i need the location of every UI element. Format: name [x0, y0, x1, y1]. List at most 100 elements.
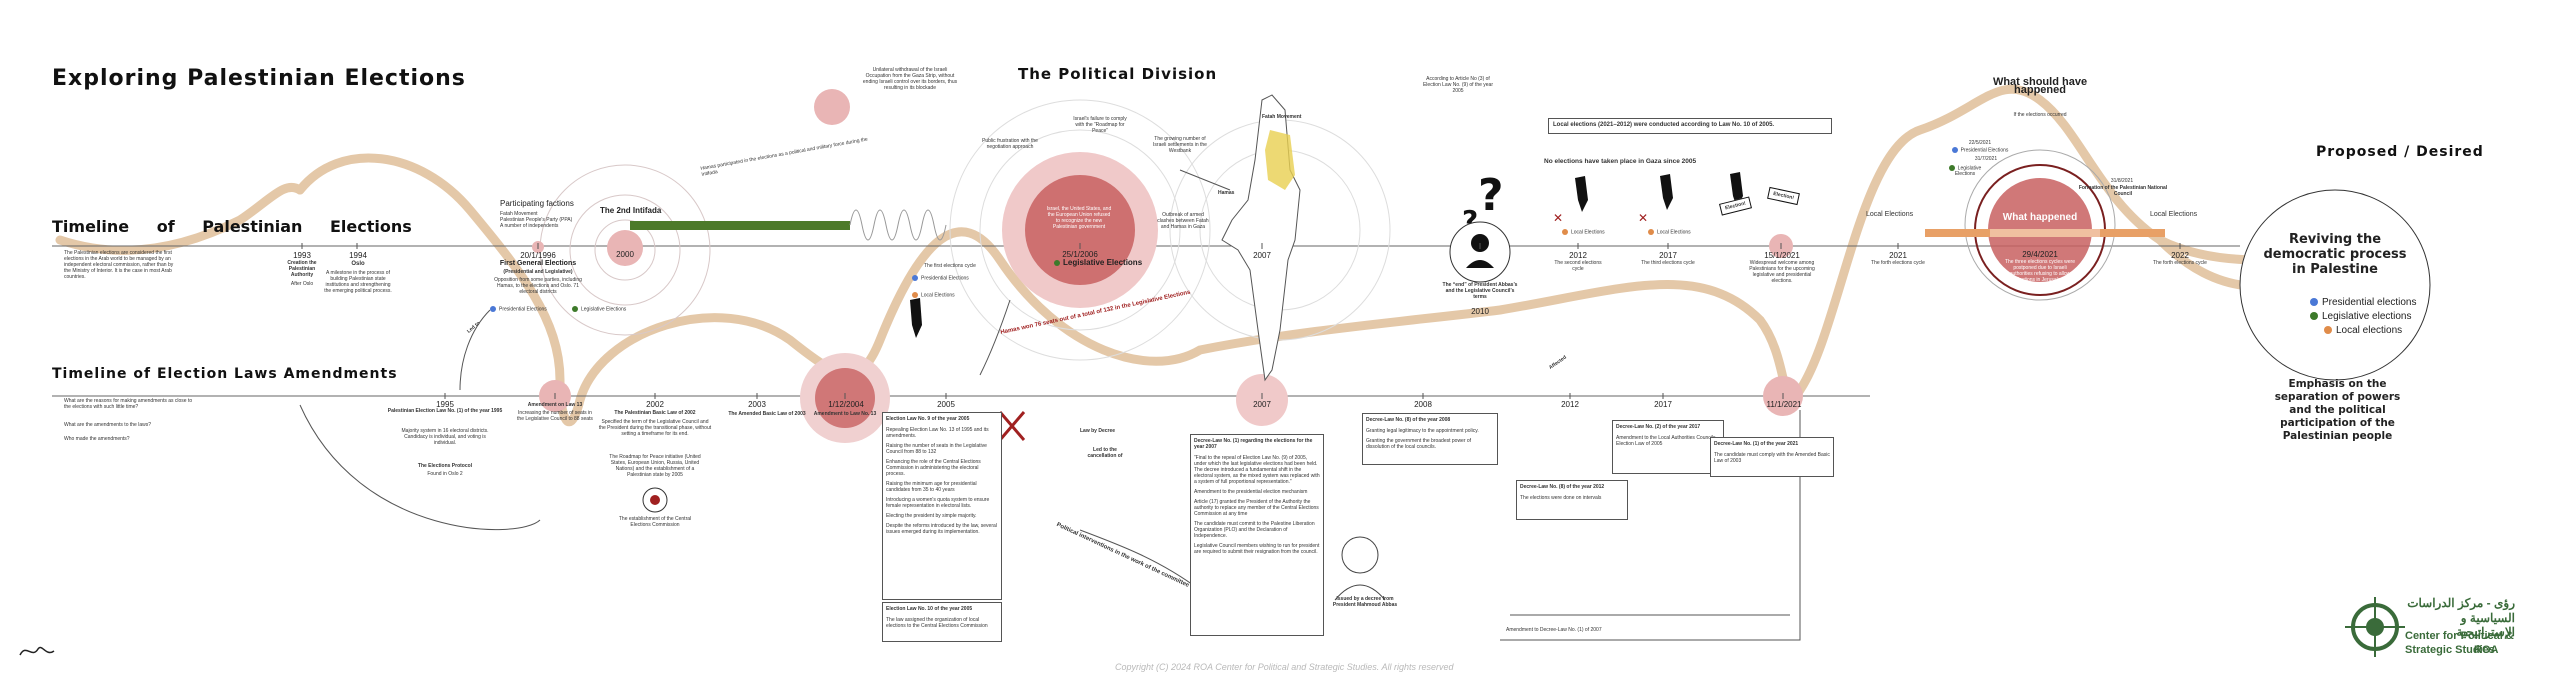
local-dot-icon — [1562, 229, 1568, 235]
decree2007-box: Decree-Law No. (1) regarding the electio… — [1190, 434, 1324, 636]
legend-1996-presidential: Presidential Elections — [490, 306, 547, 312]
law-2003-year: 2003 — [748, 400, 766, 409]
event-2006-title: Legislative Elections — [1054, 259, 1142, 267]
proposed-title: Proposed / Desired — [2316, 144, 2484, 160]
emphasis-text: Emphasis on the separation of powers and… — [2274, 378, 2401, 442]
decree2017-desc: Amendment to the Local Authorities Counc… — [1616, 435, 1716, 447]
law9-item-5: Introducing a women's quota system to en… — [886, 497, 990, 509]
event-1994-sub: A milestone in the process of building P… — [324, 270, 392, 294]
event-1993-sub: After Oslo — [290, 281, 314, 287]
laws-timeline-title: Timeline of Election Laws Amendments — [52, 366, 398, 382]
event-2017-year: 2017 — [1659, 251, 1677, 260]
timeline-wave-path — [295, 84, 2365, 427]
legend-1996-legislative-text: Legislative Elections — [581, 306, 627, 313]
arrow-5 — [1179, 169, 1231, 191]
us-eu-note: Israel, the United States, and the Europ… — [1046, 206, 1112, 230]
legislative-2021-text: Legislative Elections — [1954, 165, 1982, 178]
local-2005-text: Local Elections — [921, 292, 955, 299]
logo-english-2: Strategic Studies — [2405, 644, 2495, 656]
elections-timeline-title-word-1: Timeline — [52, 217, 130, 236]
signature-logo — [18, 641, 58, 664]
timeline-wave-path-left — [55, 182, 305, 255]
right-legend-legislative: Legislative elections — [2310, 310, 2417, 324]
decree2007-title: Decree-Law No. (1) regarding the electio… — [1194, 438, 1313, 450]
local-dot-icon — [1648, 229, 1654, 235]
law-2004-title: Amendment to Law No. 13 — [813, 411, 877, 417]
x-mark-2012: ✕ — [1553, 211, 1563, 225]
flag-dot — [650, 495, 660, 505]
law-2005-year: 2005 — [937, 400, 955, 409]
event-2006-year: 25/1/2006 — [1062, 250, 1098, 259]
law-1995-title: Palestinian Election Law No. (1) of the … — [387, 408, 503, 414]
law9-box: Election Law No. 9 of the year 2005 Repe… — [882, 412, 1002, 600]
logo-arabic-1: رؤى - مركز الدراسات — [2407, 596, 2515, 610]
law-1995-year: 1995 — [436, 400, 454, 409]
portrait-sketch — [1334, 536, 1386, 601]
local-2005-label: Local Elections — [912, 292, 955, 298]
local-elections-bar-mid — [1990, 229, 2100, 237]
event-2017-title: The third elections cycle — [1641, 260, 1695, 266]
question-mark-big: ? — [1478, 170, 1504, 221]
elections-ticks — [301, 243, 2181, 249]
what-happened-desc: The three elections cycles were postpone… — [2004, 259, 2076, 283]
what-happened-ring — [1964, 149, 2116, 301]
right-legend-legislative-text: Legislative elections — [2322, 311, 2412, 322]
x-mark-2017: ✕ — [1638, 211, 1648, 225]
what-should-title: What should have happened — [1992, 76, 2088, 96]
decree2012-desc: The elections were done on intervals — [1520, 495, 1602, 501]
westbank-region — [1265, 130, 1295, 190]
participating-item-1: Fatah Movement — [500, 211, 538, 217]
law-2002-desc: Specified the term of the Legislative Co… — [598, 419, 712, 437]
law-2003-title: The Amended Basic Law of 2003 — [728, 411, 806, 417]
arrow-1 — [299, 404, 541, 531]
right-legend-presidential-text: Presidential elections — [2322, 297, 2417, 308]
decree2017-box: Decree-Law No. (2) of the year 2017 Amen… — [1612, 420, 1724, 474]
law-by-decree-label: Law by Decree — [1080, 428, 1116, 434]
public-frustration-note: Public frustration with the negotiation … — [982, 138, 1038, 150]
map-silhouette-1 — [1575, 176, 1588, 212]
election-2006-inner — [1025, 175, 1135, 285]
event-2007-year: 2007 — [1253, 251, 1271, 260]
right-legend-local-text: Local elections — [2336, 325, 2403, 336]
logo-arabic-2: السياسية و الإستراتيجية — [2456, 611, 2515, 639]
president-body — [1466, 260, 1494, 268]
participating-item-3: A number of independents — [500, 223, 559, 229]
law-2021-year: 11/1/2021 — [1766, 400, 1802, 409]
first-cycle-label: The first elections cycle — [924, 263, 976, 269]
law-2007-dot — [1236, 374, 1288, 426]
elections-intro-text: The Palestinian elections are considered… — [64, 250, 174, 280]
presidential-dot-icon — [912, 275, 918, 281]
legislative-2021-label: Legislative Elections — [1940, 165, 1990, 177]
legend-1996-presidential-text: Presidential Elections — [499, 306, 547, 313]
presidential-dot-icon — [1951, 147, 1958, 153]
event-2006-title-text: Legislative Elections — [1063, 258, 1143, 267]
decree2007-item-1: Amendment to the presidential election m… — [1194, 489, 1308, 495]
presidential-dot-icon — [2310, 298, 2318, 307]
logo-english-3: ROA — [2474, 644, 2499, 656]
decree2012-title: Decree-Law No. (8) of the year 2012 — [1520, 484, 1605, 490]
law-2007-year: 2007 — [1253, 400, 1271, 409]
division-rings — [949, 99, 1391, 361]
cancel-x-mark — [998, 411, 1026, 441]
decree2008-item-1: Granting legal legitimacy to the appoint… — [1366, 428, 1479, 434]
laws-question-2: What are the amendments to the laws? — [64, 422, 151, 428]
arrow-4 — [1079, 529, 1201, 591]
event-2022-title: The forth elections cycle — [2153, 260, 2207, 266]
legislative-dot-icon — [572, 306, 578, 312]
elections-timeline-title-word-4: Elections — [329, 217, 412, 236]
law-2002-roadmap: The Roadmap for Peace initiative (United… — [609, 454, 701, 478]
proposed-circle — [2239, 189, 2431, 381]
right-legend-local: Local elections — [2310, 324, 2417, 338]
event-1993-year: 1993 — [293, 251, 311, 260]
law9-item-7: Despite the reforms introduced by the la… — [886, 523, 997, 535]
participating-item-2: Palestinian People's Party (PPA) — [500, 217, 573, 223]
law-1996-title: Amendment on Law 13 — [527, 402, 583, 408]
event-2022-year: 2022 — [2171, 251, 2189, 260]
local-2012-label: Local Elections — [1562, 229, 1605, 235]
law-1995-protocol: The Elections Protocol — [417, 463, 473, 469]
arrow-3 — [979, 299, 1011, 376]
presidential-2005-label: Presidential Elections — [912, 275, 969, 281]
law-1995-desc: Majority system in 16 electoral district… — [401, 428, 489, 446]
formation-note: Formation of the Palestinian National Co… — [2078, 185, 2168, 197]
